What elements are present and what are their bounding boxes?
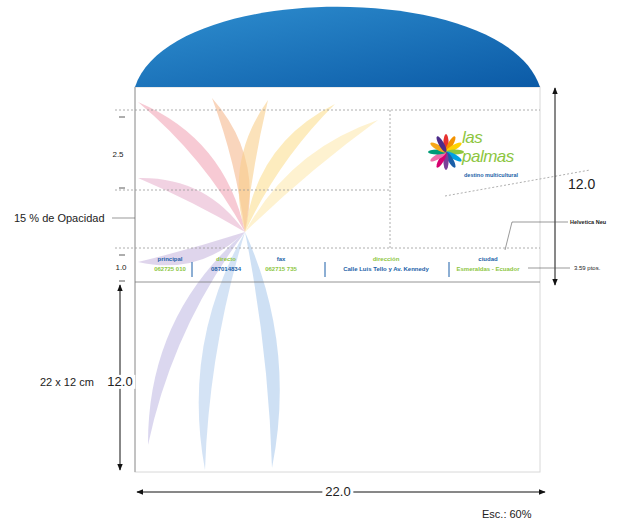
contact-value: 062715 735	[265, 266, 297, 273]
envelope-face	[135, 87, 540, 472]
contact-heading: dirección	[373, 256, 400, 263]
swirl-watermark	[138, 98, 378, 470]
envelope-edge	[135, 87, 136, 472]
dimension-value: 22.0	[322, 485, 353, 499]
size-note: 22 x 12 cm	[40, 376, 94, 388]
footer-line	[135, 282, 540, 283]
font-size-note: 3.59 ptos.	[574, 265, 600, 272]
swirl-petal	[138, 178, 245, 232]
contact-value: Esmeraldas - Ecuador	[456, 266, 519, 273]
logo-petal	[435, 135, 449, 153]
dimension-ticks	[119, 117, 125, 281]
contact-value: Calle Luis Tello y Av. Kennedy	[343, 266, 429, 273]
logo-word: las	[462, 129, 482, 148]
contact-heading: directo	[216, 256, 236, 263]
logo-flower	[428, 134, 464, 170]
scale-note: Esc.: 60%	[482, 508, 532, 520]
dimension-value: 2.5	[112, 151, 123, 160]
leader-lines	[112, 218, 570, 268]
font-note: Helvetica Neu	[570, 219, 606, 225]
dimension-value: 1.0	[115, 264, 126, 273]
envelope-flap	[135, 7, 540, 87]
contact-value: 062725 010	[154, 266, 186, 273]
dimension-value: 12.0	[104, 375, 135, 389]
contact-heading: principal	[157, 256, 182, 263]
logo-word: palmas	[462, 148, 514, 167]
swirl-petal	[245, 120, 378, 232]
opacity-note: 15 % de Opacidad	[14, 212, 105, 224]
dimension-arrows	[120, 88, 555, 492]
contact-heading: fax	[277, 256, 286, 263]
contact-heading: ciudad	[478, 256, 497, 263]
footer-separators	[192, 262, 449, 277]
contact-value: 087014834	[211, 266, 241, 273]
swirl-petal	[199, 232, 245, 470]
logo-tagline: destino multicultural	[464, 172, 518, 178]
dimension-value: 12.0	[565, 177, 598, 192]
guide-lines	[115, 110, 590, 248]
